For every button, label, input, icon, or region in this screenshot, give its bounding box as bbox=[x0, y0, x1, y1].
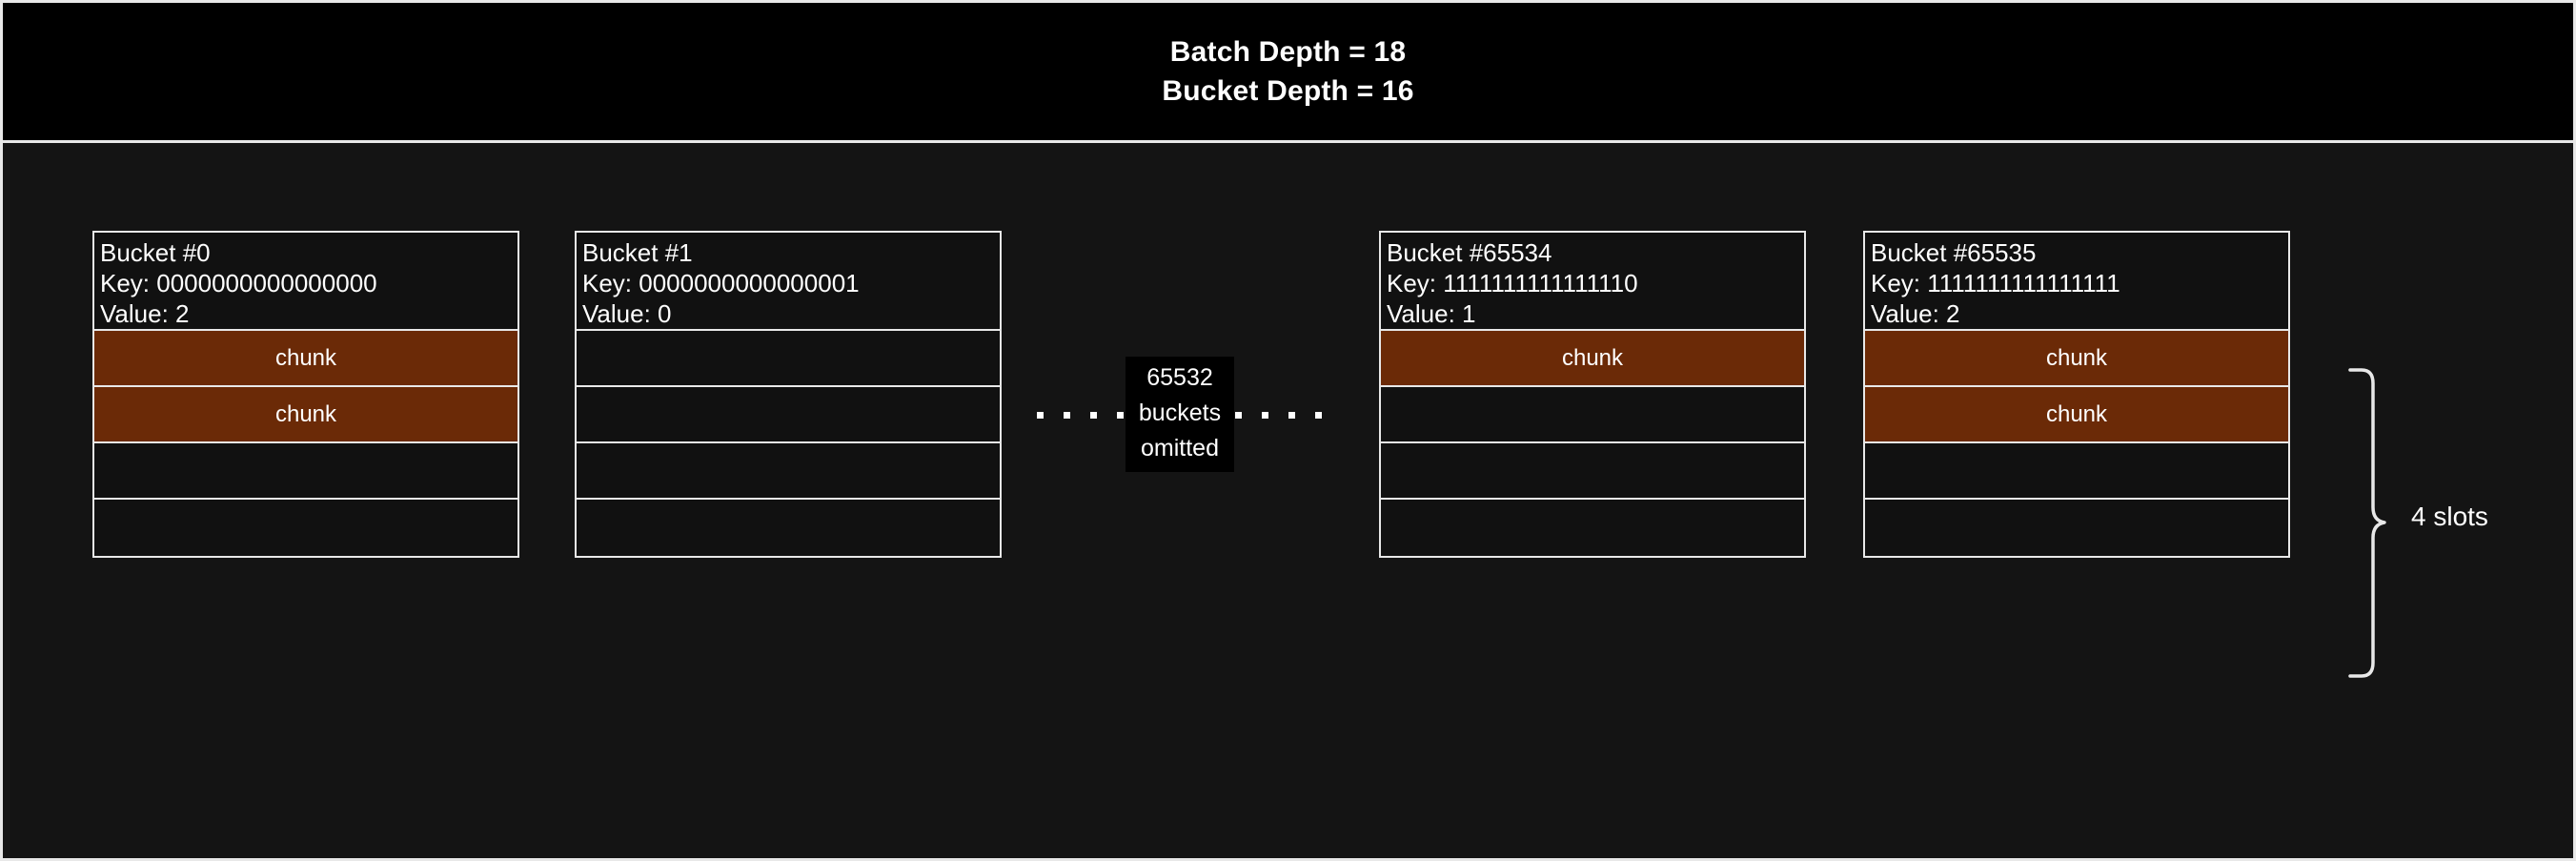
bucket-slot[interactable] bbox=[577, 443, 1000, 500]
dot-icon bbox=[1064, 412, 1070, 419]
slot-label: chunk bbox=[2045, 344, 2108, 371]
bucket-header-65534: Bucket #65534 Key: 1111111111111110 Valu… bbox=[1381, 233, 1804, 331]
bucket-slot[interactable]: chunk bbox=[94, 331, 517, 387]
bucket-header-65535: Bucket #65535 Key: 1111111111111111 Valu… bbox=[1865, 233, 2288, 331]
bucket-value-1: Value: 0 bbox=[582, 299, 672, 328]
curly-brace-icon bbox=[2348, 368, 2386, 678]
ellipsis-dots-left bbox=[1037, 412, 1144, 419]
batch-depth-label: Batch Depth = 18 bbox=[1169, 36, 1407, 68]
dot-icon bbox=[1117, 412, 1124, 419]
bucket-card-0[interactable]: Bucket #0 Key: 0000000000000000 Value: 2… bbox=[92, 231, 519, 558]
bucket-value-65534: Value: 1 bbox=[1387, 299, 1476, 328]
bucket-slot[interactable] bbox=[1381, 500, 1804, 556]
bucket-card-65534[interactable]: Bucket #65534 Key: 1111111111111110 Valu… bbox=[1379, 231, 1806, 558]
bucket-slot[interactable] bbox=[1865, 500, 2288, 556]
dot-icon bbox=[1037, 412, 1044, 419]
omitted-state: omitted bbox=[1141, 435, 1219, 461]
bucket-value-65535: Value: 2 bbox=[1871, 299, 1960, 328]
omitted-label: 65532 buckets omitted bbox=[1126, 357, 1234, 472]
omitted-unit: buckets bbox=[1138, 400, 1222, 426]
bucket-slot[interactable] bbox=[577, 500, 1000, 556]
dot-icon bbox=[1235, 412, 1242, 419]
slot-label: chunk bbox=[1561, 344, 1624, 371]
bucket-key-65534: Key: 1111111111111110 bbox=[1387, 269, 1638, 297]
bucket-slot[interactable] bbox=[577, 387, 1000, 443]
bucket-key-1: Key: 0000000000000001 bbox=[582, 269, 860, 297]
bucket-card-65535[interactable]: Bucket #65535 Key: 1111111111111111 Valu… bbox=[1863, 231, 2290, 558]
bucket-slot[interactable]: chunk bbox=[1381, 331, 1804, 387]
bucket-slot[interactable]: chunk bbox=[94, 387, 517, 443]
bucket-slot[interactable]: chunk bbox=[1865, 387, 2288, 443]
dot-icon bbox=[1315, 412, 1322, 419]
dot-icon bbox=[1090, 412, 1097, 419]
bucket-header-1: Bucket #1 Key: 0000000000000001 Value: 0 bbox=[577, 233, 1000, 331]
ellipsis-dots-right bbox=[1235, 412, 1342, 419]
bucket-key-0: Key: 0000000000000000 bbox=[100, 269, 377, 297]
slot-label: chunk bbox=[274, 344, 337, 371]
bucket-slot[interactable] bbox=[1865, 443, 2288, 500]
dot-icon bbox=[1262, 412, 1268, 419]
slots-brace-annotation: 4 slots bbox=[2343, 368, 2571, 678]
bucket-slot[interactable] bbox=[94, 443, 517, 500]
bucket-key-65535: Key: 1111111111111111 bbox=[1871, 269, 2120, 297]
bucket-card-1[interactable]: Bucket #1 Key: 0000000000000001 Value: 0 bbox=[575, 231, 1002, 558]
slot-label: chunk bbox=[2045, 400, 2108, 427]
bucket-depth-label: Bucket Depth = 16 bbox=[1162, 75, 1414, 107]
brace-label: 4 slots bbox=[2411, 502, 2488, 531]
bucket-slot[interactable]: chunk bbox=[1865, 331, 2288, 387]
bucket-title-65535: Bucket #65535 bbox=[1871, 238, 2037, 267]
omitted-buckets-marker: 65532 buckets omitted bbox=[1037, 357, 1323, 473]
slot-label: chunk bbox=[274, 400, 337, 427]
dot-icon bbox=[1288, 412, 1295, 419]
bucket-slot[interactable] bbox=[1381, 443, 1804, 500]
bucket-slot[interactable] bbox=[94, 500, 517, 556]
bucket-title-0: Bucket #0 bbox=[100, 238, 211, 267]
buckets-canvas: Bucket #0 Key: 0000000000000000 Value: 2… bbox=[3, 143, 2573, 858]
bucket-title-65534: Bucket #65534 bbox=[1387, 238, 1552, 267]
bucket-header-0: Bucket #0 Key: 0000000000000000 Value: 2 bbox=[94, 233, 517, 331]
diagram-header: Batch Depth = 18 Bucket Depth = 16 bbox=[3, 3, 2573, 143]
bucket-slot[interactable] bbox=[577, 331, 1000, 387]
bucket-value-0: Value: 2 bbox=[100, 299, 190, 328]
omitted-count: 65532 bbox=[1146, 364, 1213, 391]
bucket-slot[interactable] bbox=[1381, 387, 1804, 443]
bucket-title-1: Bucket #1 bbox=[582, 238, 693, 267]
